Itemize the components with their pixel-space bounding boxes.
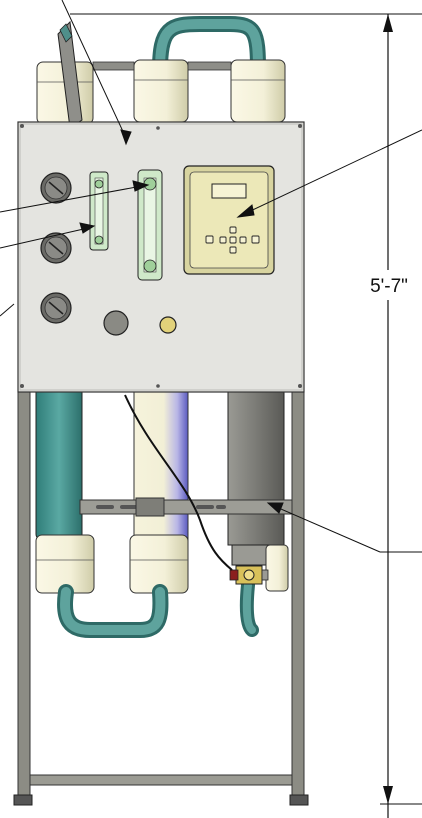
arrow-up-icon [383,14,393,32]
bottom-hose [57,578,259,638]
indicator-light-icon [103,310,129,336]
callout-lines [0,0,422,553]
ball-valve-icon [229,565,269,585]
flowmeter-icon [89,171,109,251]
pressure-gauge-icon [40,292,72,324]
flowmeter-icon [137,169,163,281]
panel-screws [20,124,302,388]
control-panel [17,121,305,393]
height-dimension-label: 5'-7" [370,276,408,297]
top-hose [152,16,266,78]
pressure-gauge-icon [40,172,72,204]
controller-icon [183,165,275,275]
height-dimension: 5'-7" [70,13,422,818]
lower-membranes [35,379,293,594]
power-cable [124,394,233,571]
filter-handle [57,20,83,129]
indicator-light-icon [159,316,177,334]
arrow-down-icon [383,786,393,804]
pressure-gauge-icon [40,232,72,264]
